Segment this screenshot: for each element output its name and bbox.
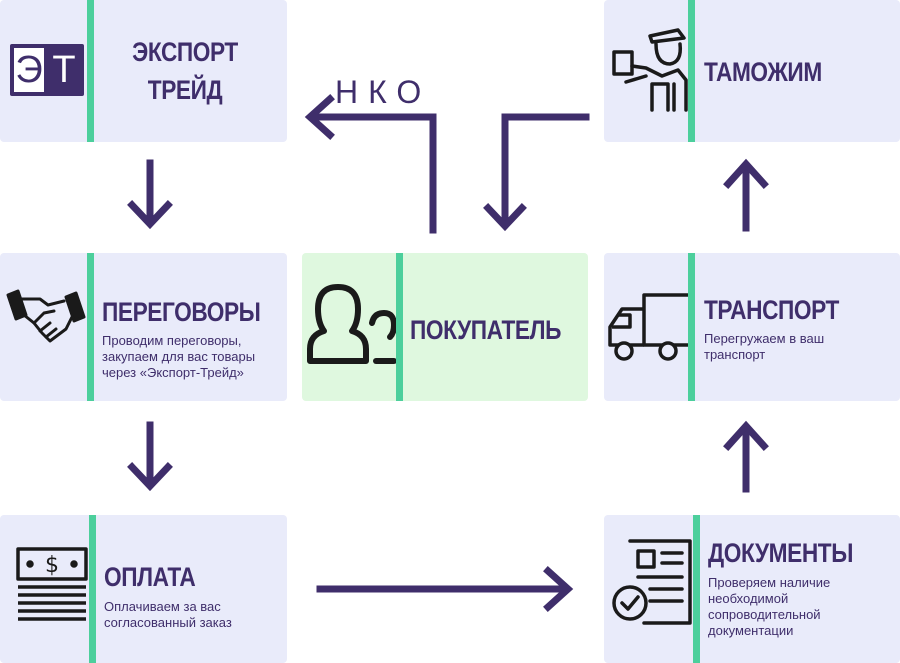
- node-transport: ТРАНСПОРТ Перегружаем в ваш транспорт: [604, 253, 900, 401]
- accent-bar: [87, 253, 94, 401]
- accent-bar: [693, 515, 700, 663]
- node-title: ПОКУПАТЕЛЬ: [410, 315, 562, 345]
- node-title: ТРАНСПОРТ: [704, 295, 839, 325]
- node-description: документации: [708, 623, 794, 638]
- arrow-buyer-to-export-nko: [304, 94, 437, 234]
- users-icon: [307, 284, 397, 364]
- et-logo-icon: Э Т: [10, 44, 84, 96]
- arrow-customs-to-buyer: [483, 113, 590, 232]
- node-export-trade: Э Т ЭКСПОРТ ТРЕЙД: [0, 0, 287, 142]
- svg-text:$: $: [45, 553, 59, 578]
- node-description: Перегружаем в ваш: [704, 331, 825, 346]
- node-customs: ТАМОЖИМ: [604, 0, 900, 142]
- truck-icon: [608, 293, 690, 361]
- money-stack-icon: $: [16, 547, 88, 621]
- node-description: необходимой: [708, 591, 789, 606]
- node-buyer: ПОКУПАТЕЛЬ: [302, 253, 588, 401]
- node-description: Проверяем наличие: [708, 575, 831, 590]
- node-description: сопроводительной: [708, 607, 821, 622]
- arrow-negotiations-to-payment: [127, 421, 173, 492]
- arrow-documents-to-transport: [723, 420, 769, 493]
- node-description: согласованный заказ: [104, 615, 232, 630]
- arrow-payment-to-documents: [316, 566, 574, 612]
- node-title: ТРЕЙД: [147, 75, 223, 105]
- accent-bar: [87, 0, 94, 142]
- node-documents: ДОКУМЕНТЫ Проверяем наличие необходимой …: [604, 515, 900, 663]
- node-negotiations: ПЕРЕГОВОРЫ Проводим переговоры, закупаем…: [0, 253, 287, 401]
- node-title: ПЕРЕГОВОРЫ: [102, 297, 261, 327]
- accent-bar: [688, 253, 695, 401]
- arrow-export-to-negotiations: [127, 159, 173, 230]
- document-check-icon: [612, 539, 692, 625]
- handshake-icon: [6, 289, 86, 343]
- node-description: транспорт: [704, 347, 766, 362]
- node-title: ТАМОЖИМ: [704, 57, 822, 87]
- accent-bar: [89, 515, 96, 663]
- node-description: Проводим переговоры,: [102, 333, 242, 348]
- node-title: ОПЛАТА: [104, 562, 196, 592]
- customs-officer-icon: [612, 28, 688, 112]
- node-title: ДОКУМЕНТЫ: [708, 538, 853, 568]
- accent-bar: [688, 0, 695, 142]
- arrow-transport-to-customs: [723, 158, 769, 232]
- node-payment: $ ОПЛАТА Оплачиваем за вас согласованный…: [0, 515, 287, 663]
- nko-label: НКО: [335, 74, 432, 110]
- node-description: закупаем для вас товары: [102, 349, 256, 364]
- accent-bar: [396, 253, 403, 401]
- node-title: ЭКСПОРТ: [132, 37, 238, 67]
- node-description: Оплачиваем за вас: [104, 599, 221, 614]
- node-description: через «Экспорт-Трейд»: [102, 365, 244, 380]
